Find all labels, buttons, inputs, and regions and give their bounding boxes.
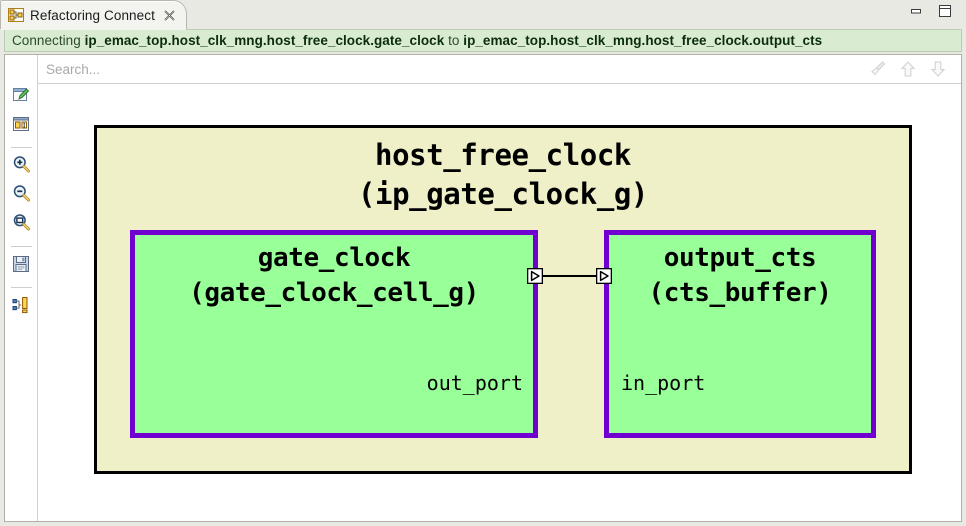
close-icon[interactable] [163,9,176,22]
window-controls [909,0,966,29]
diagram-canvas[interactable]: host_free_clock (ip_gate_clock_g) gate_cl… [38,84,961,521]
status-prefix: Connecting [12,33,85,48]
zoom-out-icon [12,184,31,208]
connection-wire [543,275,596,277]
port-marker-out-port[interactable] [526,267,544,285]
port-label-in-port[interactable]: in_port [621,371,706,395]
window-pencil-icon [12,86,30,109]
module-host-free-clock[interactable]: host_free_clock (ip_gate_clock_g) gate_cl… [94,125,912,474]
tab-label: Refactoring Connect [30,7,155,23]
search-actions [869,60,955,78]
tab-bar: Refactoring Connect [0,0,966,30]
separator-3 [10,287,32,288]
block-gate-clock[interactable]: gate_clock (gate_clock_cell_g) out_port [130,230,538,438]
minimize-icon[interactable] [909,4,923,18]
tab-refactoring-connect[interactable]: Refactoring Connect [0,0,187,30]
arrow-up-icon[interactable] [899,60,917,78]
zoom-out-button[interactable] [9,184,33,208]
search-input[interactable] [46,61,869,77]
show-details-button[interactable] [9,114,33,138]
port-marker-in-port[interactable] [595,267,613,285]
maximize-icon[interactable] [938,4,952,18]
vertical-toolbar [5,55,38,521]
table-info-icon [12,115,30,138]
port-label-out-port[interactable]: out_port [426,371,523,395]
zoom-fit-button[interactable] [9,213,33,237]
floppy-save-icon [12,255,30,278]
status-target-path: ip_emac_top.host_clk_mng.host_free_clock… [463,33,823,48]
broom-icon[interactable] [869,60,887,78]
status-bar: Connecting ip_emac_top.host_clk_mng.host… [4,29,962,52]
module-host-free-clock-title: host_free_clock (ip_gate_clock_g) [97,136,909,214]
block-type: (cts_buffer) [648,278,832,308]
zoom-fit-icon [12,213,31,237]
save-button[interactable] [9,254,33,278]
separator-2 [10,246,32,247]
separator-1 [10,147,32,148]
zoom-in-button[interactable] [9,155,33,179]
block-type: (gate_clock_cell_g) [189,278,479,308]
status-source-path: ip_emac_top.host_clk_mng.host_free_clock… [84,33,445,48]
edit-properties-button[interactable] [9,85,33,109]
block-output-cts-title: output_cts (cts_buffer) [609,241,871,311]
block-name: gate_clock [257,243,411,273]
arrow-down-icon[interactable] [929,60,947,78]
canvas-column: host_free_clock (ip_gate_clock_g) gate_cl… [38,55,961,521]
module-name: host_free_clock [375,138,631,172]
search-row [38,55,961,84]
hierarchy-button[interactable] [9,295,33,319]
zoom-in-icon [12,155,31,179]
refactoring-connect-icon [8,7,24,23]
connecting-status-text: Connecting ip_emac_top.host_clk_mng.host… [12,33,822,48]
status-joiner: to [444,33,464,48]
block-name: output_cts [663,243,817,273]
module-type: (ip_gate_clock_g) [357,177,648,211]
block-gate-clock-title: gate_clock (gate_clock_cell_g) [135,241,533,311]
editor-body: host_free_clock (ip_gate_clock_g) gate_cl… [4,54,962,522]
block-output-cts[interactable]: output_cts (cts_buffer) in_port [604,230,876,438]
tab-bar-filler [187,0,909,29]
hierarchy-tree-icon [12,296,30,319]
